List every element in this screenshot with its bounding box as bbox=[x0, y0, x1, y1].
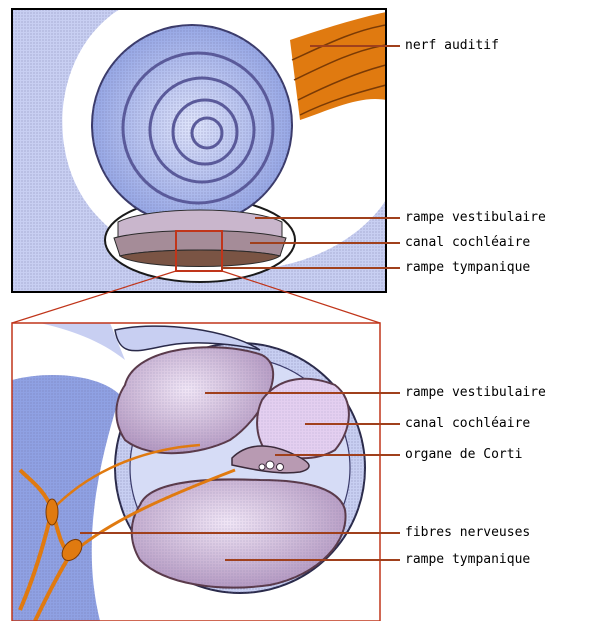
top-panel bbox=[12, 9, 386, 292]
label-bottom-rampe-tympanique: rampe tympanique bbox=[405, 552, 530, 568]
label-top-canal-cochleaire: canal cochléaire bbox=[405, 235, 530, 251]
label-top-rampe-vestibulaire: rampe vestibulaire bbox=[405, 210, 546, 226]
label-organe-de-corti: organe de Corti bbox=[405, 447, 522, 463]
label-bottom-canal-cochleaire: canal cochléaire bbox=[405, 416, 530, 432]
label-top-rampe-tympanique: rampe tympanique bbox=[405, 260, 530, 276]
bottom-panel bbox=[12, 323, 380, 621]
label-bottom-rampe-vestibulaire: rampe vestibulaire bbox=[405, 385, 546, 401]
label-fibres-nerveuses: fibres nerveuses bbox=[405, 525, 530, 541]
cochlea-spiral bbox=[92, 25, 292, 225]
label-nerf-auditif: nerf auditif bbox=[405, 38, 499, 54]
